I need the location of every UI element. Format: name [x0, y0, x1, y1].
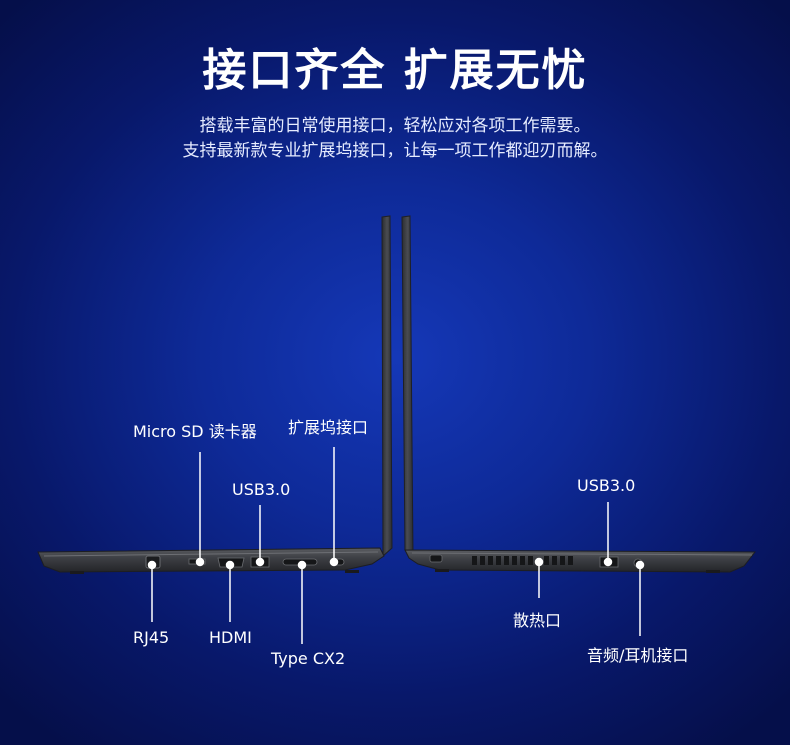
label-micro-sd: Micro SD 读卡器	[133, 422, 257, 441]
kensington-lock-icon	[429, 554, 443, 563]
label-usb-right: USB3.0	[577, 476, 636, 495]
label-typec: Type CX2	[271, 649, 346, 668]
label-dock: 扩展坞接口	[288, 418, 369, 437]
label-hdmi: HDMI	[209, 628, 252, 647]
label-audio: 音频/耳机接口	[587, 646, 689, 665]
label-usb-left: USB3.0	[232, 480, 291, 499]
subtitle-line-2: 支持最新款专业扩展坞接口，让每一项工作都迎刃而解。	[182, 141, 608, 161]
right-laptop-base	[404, 549, 757, 573]
left-laptop-lid	[381, 215, 393, 558]
left-laptop-base	[37, 547, 385, 573]
vent-icon	[472, 556, 573, 565]
label-vent: 散热口	[513, 611, 562, 630]
right-laptop-lid	[401, 215, 414, 558]
page-title: 接口齐全 扩展无忧	[202, 45, 588, 96]
subtitle-line-1: 搭载丰富的日常使用接口，轻松应对各项工作需要。	[199, 116, 591, 136]
label-rj45: RJ45	[133, 628, 170, 647]
